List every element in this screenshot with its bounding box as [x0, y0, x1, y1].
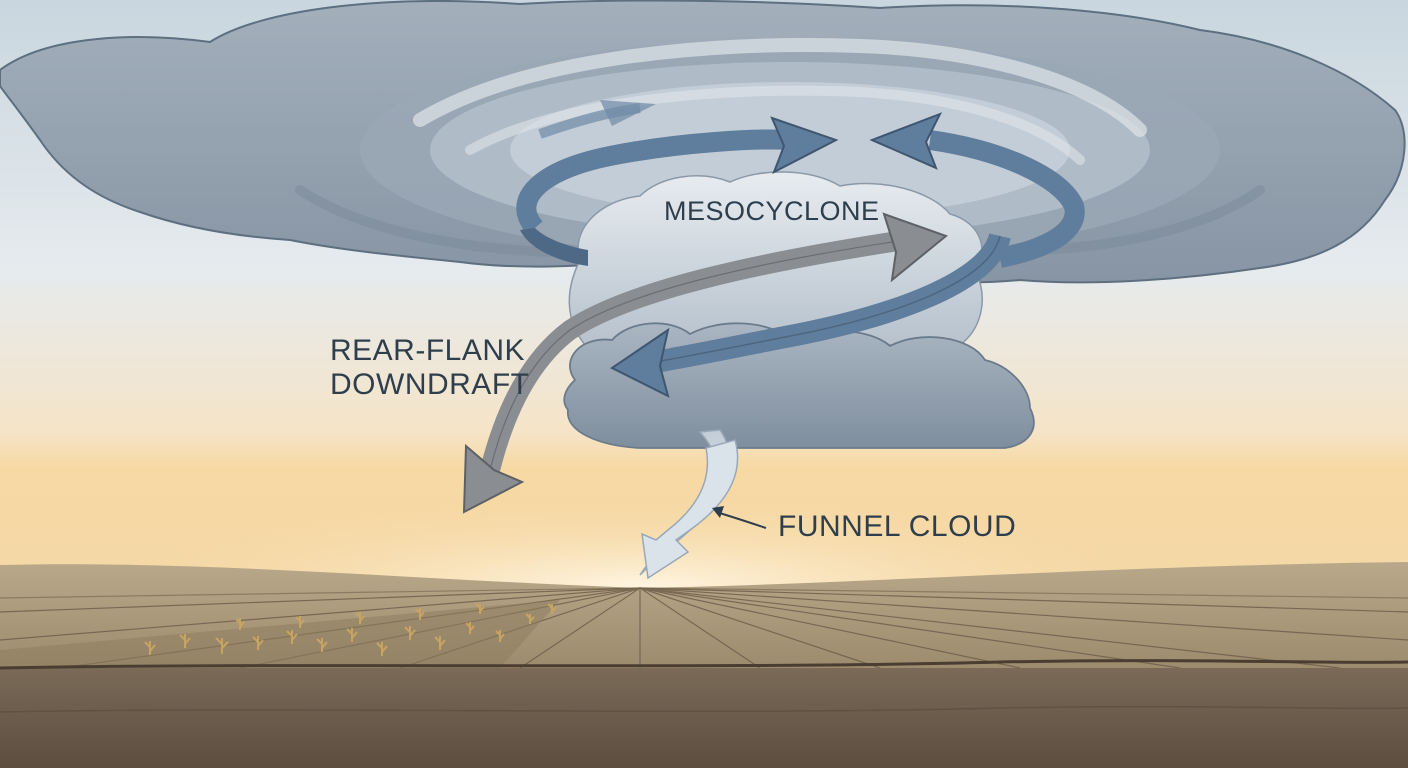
low-level-rotation	[610, 232, 1011, 398]
mesocyclone-rotation	[516, 100, 1085, 268]
rear-flank-label-line2: DOWNDRAFT	[330, 368, 530, 401]
storm-cloud	[0, 0, 1406, 284]
rear-flank-downdraft-arrow	[462, 212, 949, 514]
mesocyclone-label: MESOCYCLONE	[664, 196, 880, 226]
farm-field	[0, 562, 1408, 672]
rear-flank-label-line1: REAR-FLANK	[330, 334, 526, 367]
rotation-arrowhead-left	[869, 112, 943, 170]
soil-layer	[0, 668, 1408, 768]
funnel-arrow	[641, 439, 739, 580]
rotation-arrowhead-right	[770, 116, 839, 175]
rear-flank-downdraft-label: REAR-FLANK DOWNDRAFT	[330, 334, 529, 402]
low-rotation-arrowhead	[610, 327, 670, 398]
funnel-cloud-label: FUNNEL CLOUD	[778, 510, 1017, 543]
